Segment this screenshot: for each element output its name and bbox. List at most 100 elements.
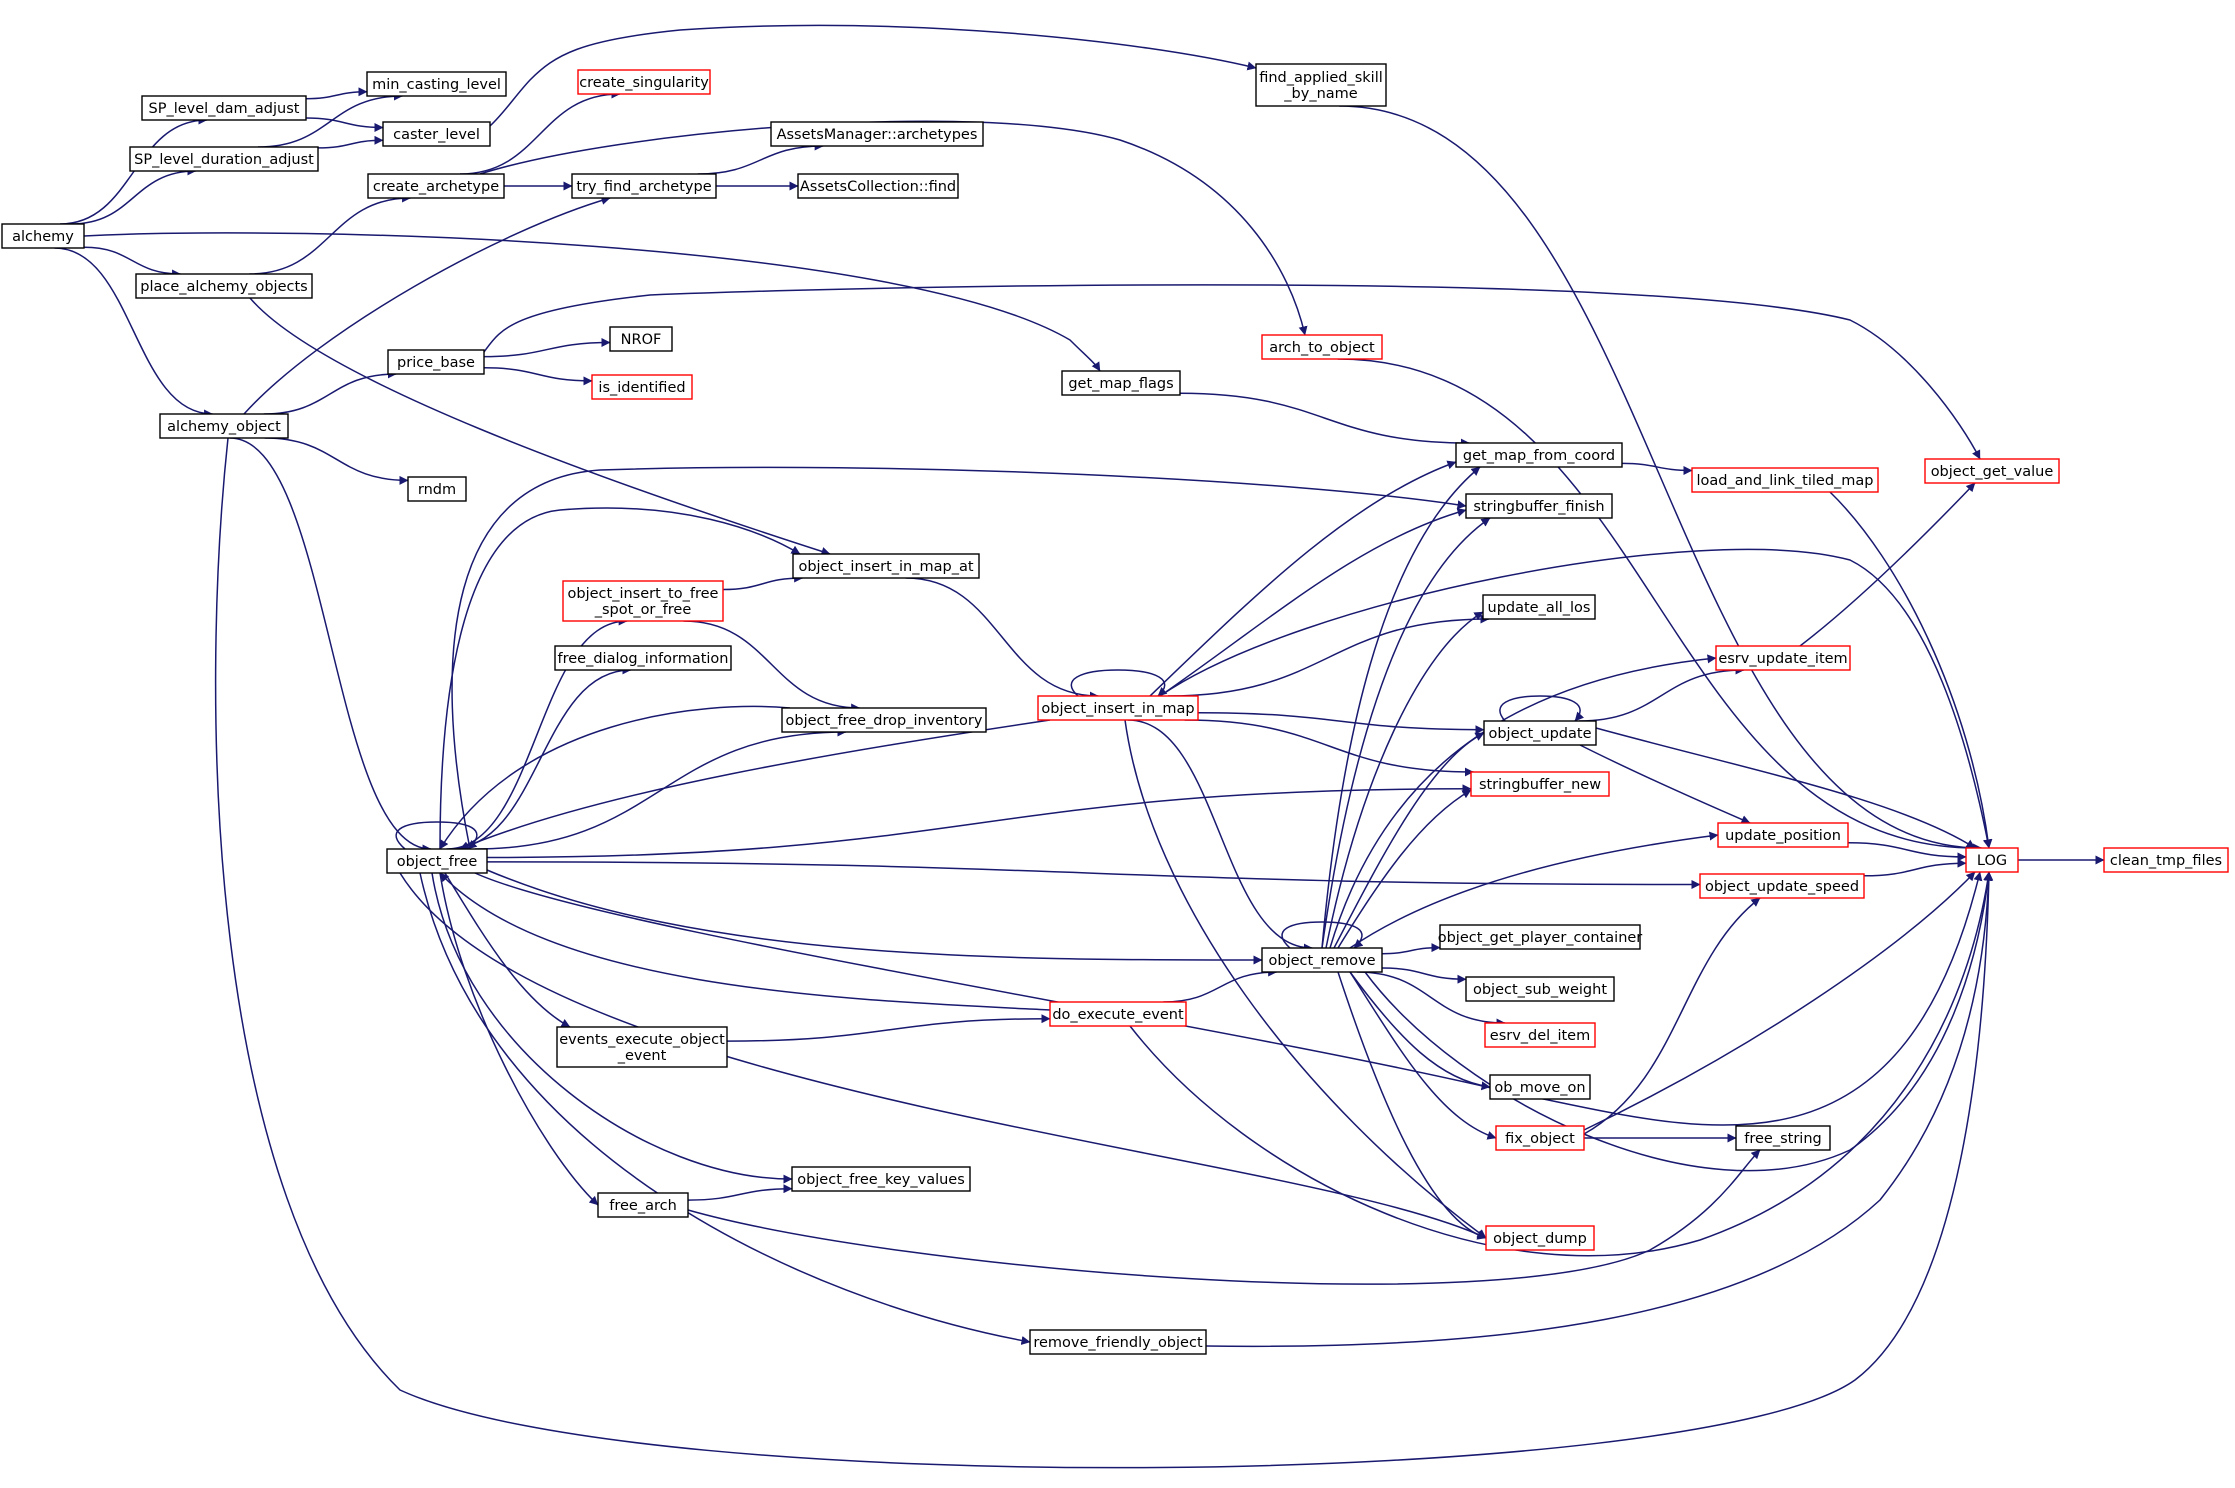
node-box-object_get_value[interactable]	[1924, 458, 2060, 484]
node-caster_level[interactable]: caster_level	[382, 121, 491, 147]
node-box-caster_level[interactable]	[382, 121, 491, 147]
node-create_singularity[interactable]: create_singularity	[577, 69, 711, 95]
node-box-stringbuffer_finish[interactable]	[1465, 493, 1613, 519]
node-box-object_free_drop_inventory[interactable]	[781, 707, 987, 733]
node-assetscollection_find[interactable]: AssetsCollection::find	[797, 173, 959, 199]
node-box-object_update_speed[interactable]	[1699, 873, 1865, 899]
node-find_applied_skill_by_name[interactable]: find_applied_skill_by_name	[1255, 63, 1387, 107]
node-box-price_base[interactable]	[387, 349, 485, 375]
node-box-esrv_del_item[interactable]	[1484, 1022, 1596, 1048]
node-box-object_dump[interactable]	[1485, 1225, 1595, 1251]
node-object_insert_in_map_at[interactable]: object_insert_in_map_at	[792, 553, 980, 579]
node-min_casting_level[interactable]: min_casting_level	[366, 71, 507, 97]
node-get_map_from_coord[interactable]: get_map_from_coord	[1455, 442, 1623, 468]
node-box-update_position[interactable]	[1717, 822, 1849, 848]
node-sp_level_duration_adjust[interactable]: SP_level_duration_adjust	[129, 146, 319, 172]
node-free_arch[interactable]: free_arch	[597, 1192, 689, 1218]
node-do_execute_event[interactable]: do_execute_event	[1049, 1001, 1187, 1027]
node-nrof[interactable]: NROF	[609, 326, 673, 352]
node-object_insert_in_map[interactable]: object_insert_in_map	[1037, 695, 1199, 721]
node-box-alchemy[interactable]	[1, 223, 85, 249]
node-box-events_execute_object_event[interactable]	[556, 1026, 728, 1068]
node-box-remove_friendly_object[interactable]	[1029, 1329, 1207, 1355]
node-load_and_link_tiled_map[interactable]: load_and_link_tiled_map	[1691, 467, 1879, 493]
node-object_get_player_container[interactable]: object_get_player_container	[1438, 924, 1643, 950]
node-clean_tmp_files[interactable]: clean_tmp_files	[2103, 847, 2229, 873]
node-object_update_speed[interactable]: object_update_speed	[1699, 873, 1865, 899]
node-box-create_archetype[interactable]	[367, 173, 505, 199]
node-box-get_map_from_coord[interactable]	[1455, 442, 1623, 468]
node-box-object_update[interactable]	[1483, 720, 1597, 746]
node-box-object_sub_weight[interactable]	[1465, 976, 1615, 1002]
node-box-min_casting_level[interactable]	[366, 71, 507, 97]
node-fix_object[interactable]: fix_object	[1495, 1125, 1585, 1151]
node-try_find_archetype[interactable]: try_find_archetype	[571, 173, 717, 199]
node-log[interactable]: LOG	[1965, 847, 2019, 873]
node-stringbuffer_new[interactable]: stringbuffer_new	[1470, 771, 1610, 797]
node-box-arch_to_object[interactable]	[1261, 334, 1383, 360]
node-update_position[interactable]: update_position	[1717, 822, 1849, 848]
node-price_base[interactable]: price_base	[387, 349, 485, 375]
node-alchemy[interactable]: alchemy	[1, 223, 85, 249]
node-ob_move_on[interactable]: ob_move_on	[1489, 1074, 1591, 1100]
node-box-load_and_link_tiled_map[interactable]	[1691, 467, 1879, 493]
node-box-create_singularity[interactable]	[577, 69, 711, 95]
node-is_identified[interactable]: is_identified	[591, 374, 693, 400]
node-events_execute_object_event[interactable]: events_execute_object_event	[556, 1026, 728, 1068]
node-alchemy_object[interactable]: alchemy_object	[159, 413, 289, 439]
node-object_free[interactable]: object_free	[386, 848, 488, 874]
node-assetsmanager_archetypes[interactable]: AssetsManager::archetypes	[770, 121, 984, 147]
node-object_dump[interactable]: object_dump	[1485, 1225, 1595, 1251]
node-get_map_flags[interactable]: get_map_flags	[1061, 370, 1181, 396]
node-box-free_dialog_information[interactable]	[554, 645, 732, 671]
node-stringbuffer_finish[interactable]: stringbuffer_finish	[1465, 493, 1613, 519]
node-esrv_del_item[interactable]: esrv_del_item	[1484, 1022, 1596, 1048]
node-update_all_los[interactable]: update_all_los	[1482, 594, 1596, 620]
node-box-assetscollection_find[interactable]	[797, 173, 959, 199]
node-box-object_insert_to_free_spot_or_free[interactable]	[562, 580, 724, 622]
node-box-sp_level_dam_adjust[interactable]	[141, 95, 307, 121]
node-box-esrv_update_item[interactable]	[1715, 645, 1851, 671]
node-box-place_alchemy_objects[interactable]	[135, 273, 313, 299]
node-arch_to_object[interactable]: arch_to_object	[1261, 334, 1383, 360]
node-object_update[interactable]: object_update	[1483, 720, 1597, 746]
node-box-rndm[interactable]	[407, 476, 467, 502]
node-box-alchemy_object[interactable]	[159, 413, 289, 439]
node-box-object_free[interactable]	[386, 848, 488, 874]
node-box-ob_move_on[interactable]	[1489, 1074, 1591, 1100]
node-create_archetype[interactable]: create_archetype	[367, 173, 505, 199]
node-box-object_free_key_values[interactable]	[791, 1166, 971, 1192]
node-box-sp_level_duration_adjust[interactable]	[129, 146, 319, 172]
node-box-is_identified[interactable]	[591, 374, 693, 400]
node-object_free_drop_inventory[interactable]: object_free_drop_inventory	[781, 707, 987, 733]
node-box-object_get_player_container[interactable]	[1439, 924, 1641, 950]
node-box-clean_tmp_files[interactable]	[2103, 847, 2229, 873]
node-box-stringbuffer_new[interactable]	[1470, 771, 1610, 797]
node-box-nrof[interactable]	[609, 326, 673, 352]
node-box-get_map_flags[interactable]	[1061, 370, 1181, 396]
node-esrv_update_item[interactable]: esrv_update_item	[1715, 645, 1851, 671]
node-object_sub_weight[interactable]: object_sub_weight	[1465, 976, 1615, 1002]
node-box-free_arch[interactable]	[597, 1192, 689, 1218]
node-rndm[interactable]: rndm	[407, 476, 467, 502]
node-object_get_value[interactable]: object_get_value	[1924, 458, 2060, 484]
node-object_remove[interactable]: object_remove	[1261, 947, 1383, 973]
node-object_free_key_values[interactable]: object_free_key_values	[791, 1166, 971, 1192]
node-box-log[interactable]	[1965, 847, 2019, 873]
node-remove_friendly_object[interactable]: remove_friendly_object	[1029, 1329, 1207, 1355]
node-box-find_applied_skill_by_name[interactable]	[1255, 63, 1387, 107]
node-box-do_execute_event[interactable]	[1049, 1001, 1187, 1027]
node-box-assetsmanager_archetypes[interactable]	[770, 121, 984, 147]
node-free_dialog_information[interactable]: free_dialog_information	[554, 645, 732, 671]
node-box-try_find_archetype[interactable]	[571, 173, 717, 199]
node-box-fix_object[interactable]	[1495, 1125, 1585, 1151]
node-place_alchemy_objects[interactable]: place_alchemy_objects	[135, 273, 313, 299]
node-box-update_all_los[interactable]	[1482, 594, 1596, 620]
node-free_string[interactable]: free_string	[1735, 1125, 1831, 1151]
node-box-free_string[interactable]	[1735, 1125, 1831, 1151]
node-box-object_insert_in_map_at[interactable]	[792, 553, 980, 579]
node-box-object_remove[interactable]	[1261, 947, 1383, 973]
node-object_insert_to_free_spot_or_free[interactable]: object_insert_to_free_spot_or_free	[562, 580, 724, 622]
node-box-object_insert_in_map[interactable]	[1037, 695, 1199, 721]
node-sp_level_dam_adjust[interactable]: SP_level_dam_adjust	[141, 95, 307, 121]
